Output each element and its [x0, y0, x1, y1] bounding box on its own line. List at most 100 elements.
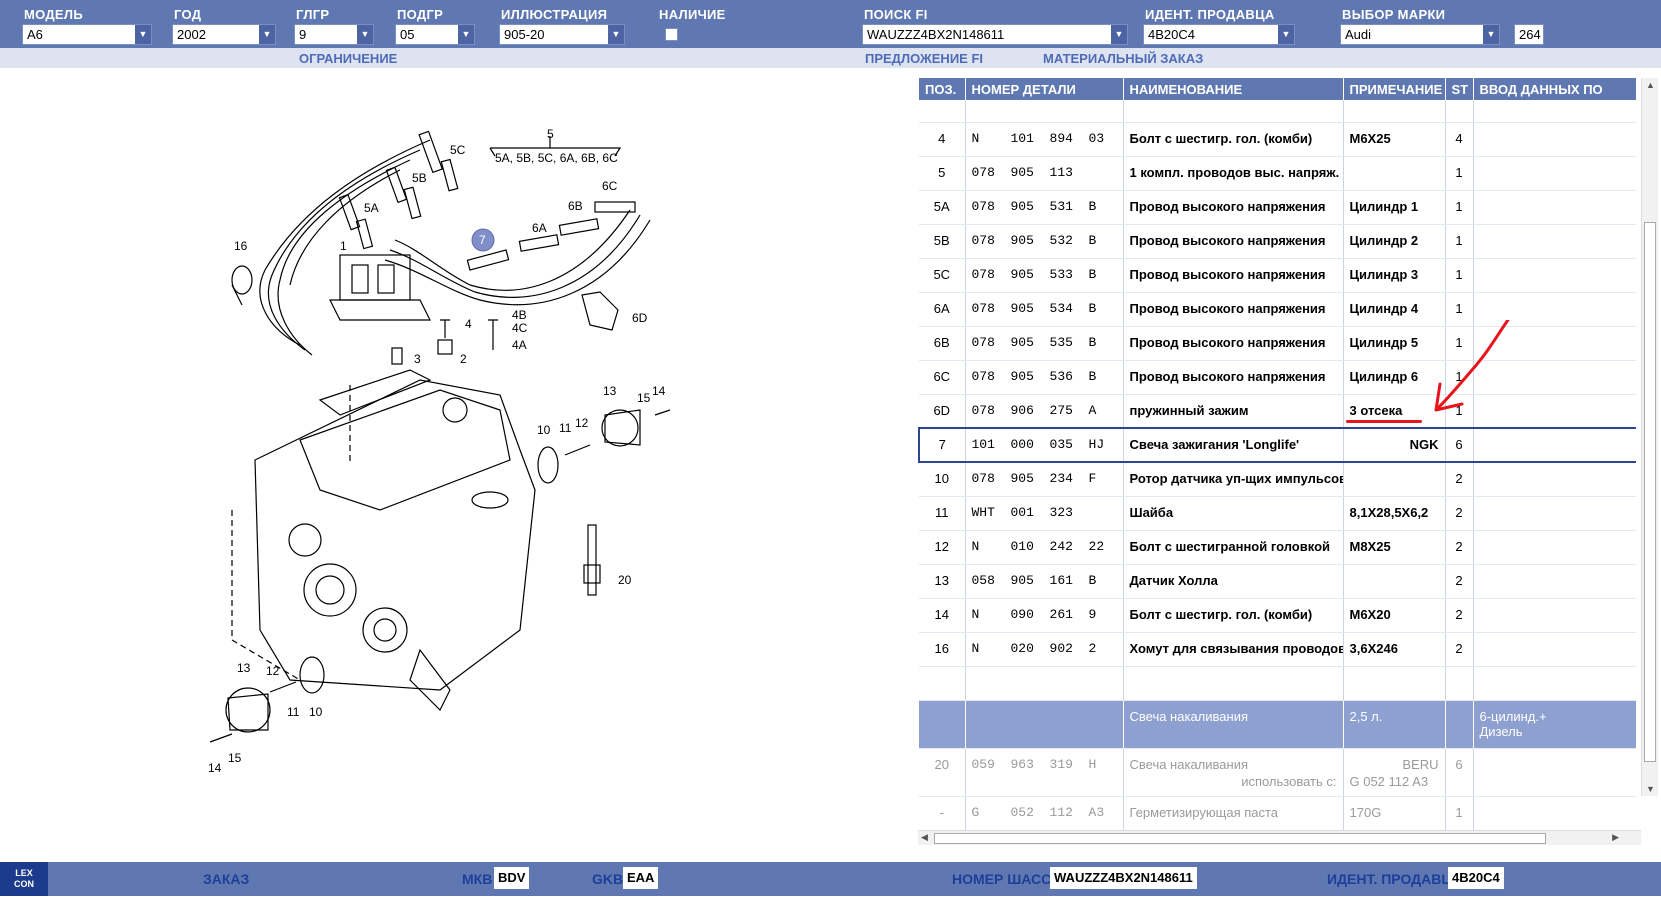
table-row-alternate[interactable]: - G 052 112 A3 Герметизирующая паста 170…: [919, 796, 1636, 831]
callout-label[interactable]: 6D: [632, 311, 648, 325]
table-row[interactable]: 6B 078 905 535 B Провод высокого напряже…: [919, 326, 1636, 361]
vertical-scrollbar[interactable]: ▲ ▼: [1641, 78, 1658, 796]
data-entry-cell[interactable]: [1473, 292, 1636, 327]
data-entry-cell[interactable]: [1473, 598, 1636, 633]
data-entry-cell[interactable]: [1473, 496, 1636, 531]
callout-label[interactable]: 4A: [512, 338, 527, 352]
column-header-data-entry[interactable]: ВВОД ДАННЫХ ПО: [1473, 78, 1636, 100]
callout-label[interactable]: 6A: [532, 221, 547, 235]
callout-label[interactable]: 14: [208, 761, 222, 775]
column-header-part-number[interactable]: НОМЕР ДЕТАЛИ: [965, 78, 1124, 100]
callout-label[interactable]: 6B: [568, 199, 583, 213]
callout-label[interactable]: 12: [266, 664, 280, 678]
order-link[interactable]: ЗАКАЗ: [203, 871, 250, 887]
offer-fi-link[interactable]: ПРЕДЛОЖЕНИЕ FI: [865, 51, 983, 66]
chevron-down-icon[interactable]: ▼: [1483, 25, 1499, 44]
chevron-down-icon[interactable]: ▼: [1111, 25, 1127, 44]
data-entry-cell[interactable]: [1473, 632, 1636, 667]
table-row[interactable]: 5C 078 905 533 B Провод высокого напряже…: [919, 258, 1636, 293]
restriction-link[interactable]: ОГРАНИЧЕНИЕ: [299, 51, 398, 66]
scroll-right-icon[interactable]: ▶: [1612, 832, 1619, 842]
table-row[interactable]: 6A 078 905 534 B Провод высокого напряже…: [919, 292, 1636, 327]
callout-label[interactable]: 5A: [364, 201, 379, 215]
callout-label[interactable]: 14: [652, 384, 666, 398]
callout-label[interactable]: 13: [237, 661, 251, 675]
table-row[interactable]: 16 N 020 902 2 Хомут для связывания пров…: [919, 632, 1636, 667]
callout-label[interactable]: 15: [637, 391, 651, 405]
callout-label[interactable]: 11: [287, 705, 300, 719]
data-entry-cell[interactable]: [1473, 224, 1636, 259]
callout-label[interactable]: 2: [460, 352, 467, 366]
brand-code-field[interactable]: 264: [1514, 24, 1544, 45]
callout-label[interactable]: 16: [234, 239, 248, 253]
callout-label[interactable]: 10: [309, 705, 323, 719]
callout-label[interactable]: 10: [537, 423, 551, 437]
table-row-alternate[interactable]: 20 059 963 319 H Свеча накаливания испол…: [919, 748, 1636, 797]
callout-label[interactable]: 3: [414, 352, 421, 366]
table-row-selected[interactable]: 7 101 000 035 HJ Свеча зажигания 'Longli…: [918, 427, 1636, 463]
data-entry-cell[interactable]: [1473, 748, 1636, 797]
table-row[interactable]: 6C 078 905 536 B Провод высокого напряже…: [919, 360, 1636, 395]
callout-7-marker[interactable]: [471, 228, 495, 252]
data-entry-cell[interactable]: [1473, 190, 1636, 225]
data-entry-cell[interactable]: [1473, 530, 1636, 565]
chevron-down-icon[interactable]: ▼: [135, 25, 151, 44]
callout-label[interactable]: 5B: [412, 171, 427, 185]
data-entry-cell[interactable]: [1473, 326, 1636, 361]
search-fi-select[interactable]: WAUZZZ4BX2N148611 ▼: [862, 24, 1128, 45]
scroll-left-icon[interactable]: ◀: [921, 832, 928, 842]
chevron-down-icon[interactable]: ▼: [357, 25, 373, 44]
table-row[interactable]: 5 078 905 113 1 компл. проводов выс. нап…: [919, 156, 1636, 191]
data-entry-cell[interactable]: [1473, 564, 1636, 599]
data-entry-cell[interactable]: [1473, 427, 1636, 463]
data-entry-cell[interactable]: [1473, 796, 1636, 831]
data-entry-cell[interactable]: [1473, 394, 1636, 429]
callout-label[interactable]: 11: [559, 421, 572, 435]
chevron-down-icon[interactable]: ▼: [1278, 25, 1294, 44]
chevron-down-icon[interactable]: ▼: [458, 25, 474, 44]
callout-label[interactable]: 5C: [450, 143, 466, 157]
model-select[interactable]: A6 ▼: [22, 24, 152, 45]
scroll-down-icon[interactable]: ▼: [1646, 784, 1655, 794]
callout-label[interactable]: 5: [547, 127, 554, 141]
column-header-name[interactable]: НАИМЕНОВАНИЕ: [1123, 78, 1344, 100]
callout-label[interactable]: 6C: [602, 179, 618, 193]
podgr-select[interactable]: 05 ▼: [395, 24, 475, 45]
availability-checkbox[interactable]: [665, 28, 678, 41]
callout-label[interactable]: 20: [618, 573, 632, 587]
column-header-note[interactable]: ПРИМЕЧАНИЕ: [1343, 78, 1446, 100]
callout-label[interactable]: 1: [340, 239, 347, 253]
table-row[interactable]: 5B 078 905 532 B Провод высокого напряже…: [919, 224, 1636, 259]
data-entry-cell[interactable]: [1473, 258, 1636, 293]
material-order-link[interactable]: МАТЕРИАЛЬНЫЙ ЗАКАЗ: [1043, 51, 1204, 66]
data-entry-cell[interactable]: [1473, 122, 1636, 157]
data-entry-cell[interactable]: [1473, 156, 1636, 191]
column-header-st[interactable]: ST: [1445, 78, 1474, 100]
brand-select[interactable]: Audi ▼: [1340, 24, 1500, 45]
table-group-row[interactable]: Свеча накаливания 2,5 л. 6-цилинд.+ Дизе…: [919, 700, 1636, 749]
chevron-down-icon[interactable]: ▼: [259, 25, 275, 44]
seller-id-select[interactable]: 4B20C4 ▼: [1143, 24, 1295, 45]
year-select[interactable]: 2002 ▼: [172, 24, 276, 45]
callout-label[interactable]: 4B: [512, 308, 527, 322]
table-row[interactable]: 12 N 010 242 22 Болт с шестигранной голо…: [919, 530, 1636, 565]
table-row[interactable]: 13 058 905 161 B Датчик Холла 2: [919, 564, 1636, 599]
callout-label[interactable]: 15: [228, 751, 242, 765]
callout-label[interactable]: 4C: [512, 321, 528, 335]
table-row[interactable]: 11 WHT 001 323 Шайба 8,1X28,5X6,2 2: [919, 496, 1636, 531]
vertical-scroll-thumb[interactable]: [1644, 222, 1656, 762]
horizontal-scrollbar[interactable]: ◀ ▶: [918, 830, 1641, 845]
horizontal-scroll-thumb[interactable]: [934, 833, 1546, 844]
callout-label[interactable]: 4: [465, 317, 472, 331]
callout-label[interactable]: 12: [575, 416, 589, 430]
callout-label[interactable]: 7: [479, 233, 486, 247]
table-row[interactable]: 14 N 090 261 9 Болт с шестигр. гол. (ком…: [919, 598, 1636, 633]
illustration-select[interactable]: 905-20 ▼: [499, 24, 625, 45]
table-row[interactable]: 4 N 101 894 03 Болт с шестигр. гол. (ком…: [919, 122, 1636, 157]
table-row[interactable]: 5A 078 905 531 B Провод высокого напряже…: [919, 190, 1636, 225]
data-entry-cell[interactable]: [1473, 360, 1636, 395]
data-entry-cell[interactable]: [1473, 462, 1636, 497]
glgr-select[interactable]: 9 ▼: [294, 24, 374, 45]
column-header-pos[interactable]: ПОЗ.: [919, 78, 966, 100]
table-row[interactable]: 6D 078 906 275 A пружинный зажим 3 отсек…: [919, 394, 1636, 429]
